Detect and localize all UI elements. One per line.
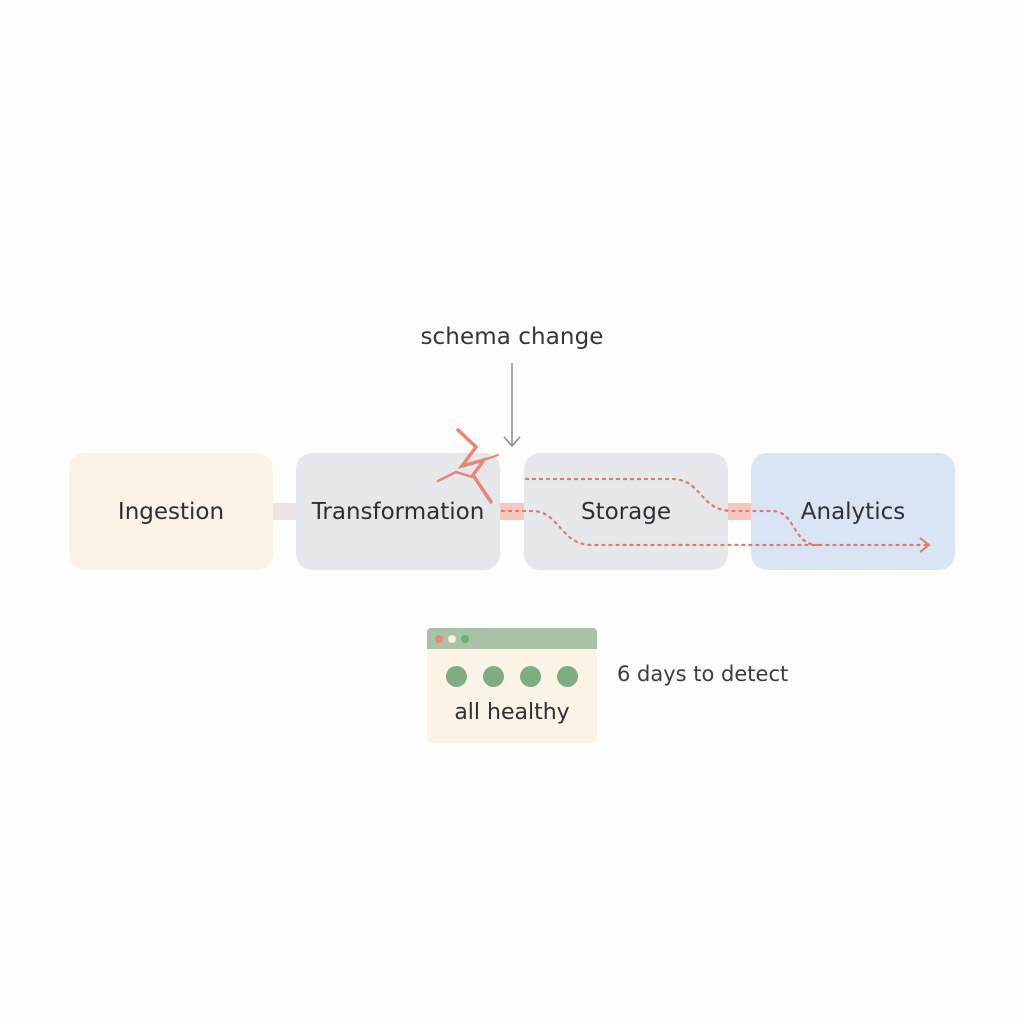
- health-indicator-dot: [520, 666, 541, 687]
- health-indicator-dot: [483, 666, 504, 687]
- down-arrow-icon: [503, 363, 521, 448]
- schema-change-annotation: schema change: [420, 324, 604, 350]
- connector-storage-analytics: [726, 503, 752, 520]
- window-minimize-dot: [448, 634, 456, 643]
- stage-transformation: Transformation: [296, 453, 500, 570]
- detection-delay-note: 6 days to detect: [617, 662, 789, 686]
- stage-storage: Storage: [524, 453, 728, 570]
- window-close-dot: [435, 634, 443, 643]
- stage-label: Transformation: [311, 498, 485, 525]
- stage-ingestion: Ingestion: [69, 453, 273, 570]
- dashboard-titlebar: [427, 628, 597, 649]
- window-maximize-dot: [461, 634, 469, 643]
- dashboard-status-label: all healthy: [454, 700, 570, 725]
- health-indicators: [427, 666, 597, 687]
- stage-analytics: Analytics: [751, 453, 955, 570]
- stage-label: Analytics: [800, 498, 906, 525]
- monitoring-dashboard: all healthy: [427, 628, 597, 743]
- stage-label: Ingestion: [117, 498, 225, 525]
- health-indicator-dot: [446, 666, 467, 687]
- stage-label: Storage: [581, 498, 671, 525]
- health-indicator-dot: [557, 666, 578, 687]
- connector-ingestion-transformation: [271, 503, 297, 520]
- connector-transformation-storage: [498, 503, 524, 520]
